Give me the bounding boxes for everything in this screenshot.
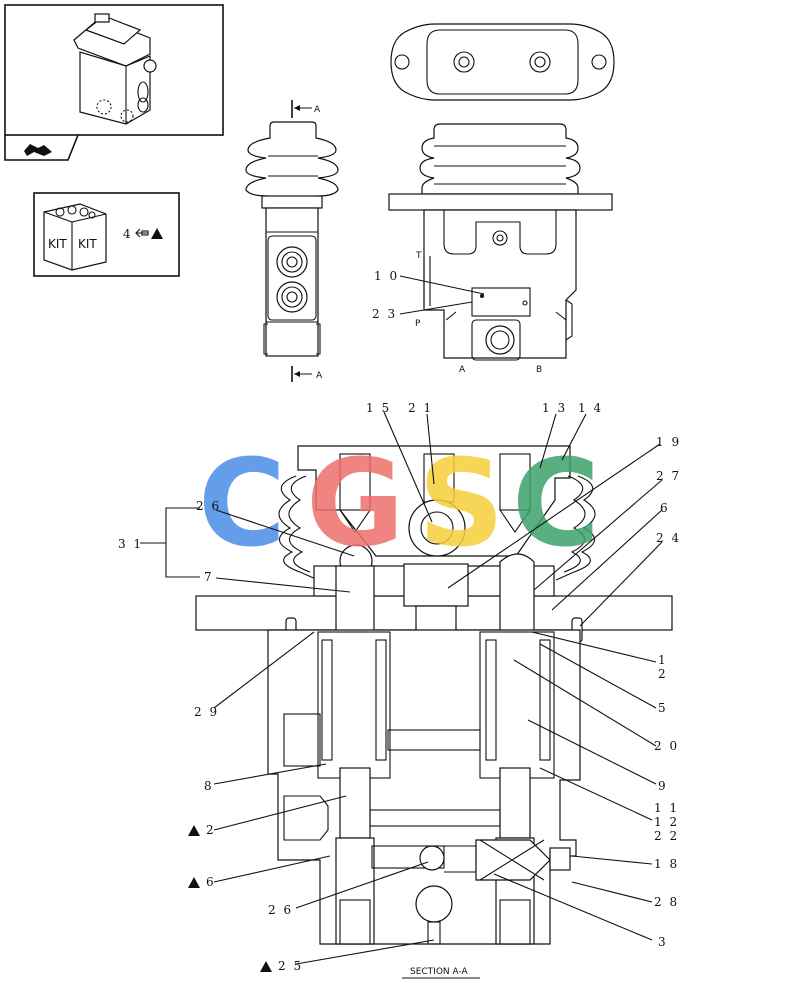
callout-29[interactable]: 2 9 <box>194 705 219 719</box>
watermark-letter-s: S <box>418 435 504 574</box>
callout-24[interactable]: 2 4 <box>656 531 681 545</box>
kit-box[interactable]: KIT KIT 4 <box>33 192 180 277</box>
callout-15[interactable]: 1 5 <box>366 401 391 415</box>
watermark-letter-c2: C <box>512 435 600 574</box>
right-spring <box>485 639 551 761</box>
callout-28[interactable]: 2 8 <box>654 895 679 909</box>
valve-thumbnail-icon <box>73 13 157 125</box>
callout-19[interactable]: 1 9 <box>656 435 681 449</box>
port-b-label: B <box>536 365 542 375</box>
triangle-marker-icon <box>188 877 200 888</box>
callout-5[interactable]: 5 <box>658 701 668 715</box>
port-p-label: P <box>415 319 421 329</box>
left-spring <box>321 639 387 761</box>
assembly-thumbnail[interactable] <box>4 4 224 161</box>
callout-2-lower[interactable]: 2 <box>206 823 216 837</box>
callout-9[interactable]: 9 <box>658 779 668 793</box>
top-view <box>390 23 615 101</box>
watermark-letter-c1: C <box>198 435 286 574</box>
callout-25[interactable]: 2 5 <box>278 959 303 973</box>
kit-ref-number: 4 <box>123 227 133 241</box>
callout-14[interactable]: 1 4 <box>578 401 603 415</box>
callout-6[interactable]: 6 <box>660 501 670 515</box>
callout-1[interactable]: 1 <box>658 653 668 667</box>
callout-22[interactable]: 2 2 <box>654 829 679 843</box>
callout-20[interactable]: 2 0 <box>654 739 679 753</box>
navigation-arrow-icon[interactable] <box>24 144 52 156</box>
callout-23[interactable]: 2 3 <box>372 307 397 321</box>
callout-7[interactable]: 7 <box>204 570 214 584</box>
callout-8[interactable]: 8 <box>204 779 214 793</box>
watermark-logo: C G S C <box>198 435 600 574</box>
front-view: T P A B <box>388 123 613 375</box>
callout-10[interactable]: 1 0 <box>374 269 399 283</box>
callout-2[interactable]: 2 <box>658 667 668 681</box>
section-view: SECTION A-A <box>195 445 673 979</box>
section-mark-bottom: A <box>316 371 323 381</box>
triangle-marker-icon <box>188 825 200 836</box>
callout-11[interactable]: 1 1 <box>654 801 679 815</box>
side-view: A A <box>245 100 339 382</box>
callout-18[interactable]: 1 8 <box>654 857 679 871</box>
callout-21[interactable]: 2 1 <box>408 401 433 415</box>
callout-26-top[interactable]: 2 6 <box>196 499 221 513</box>
section-caption: SECTION A-A <box>410 967 469 977</box>
callout-27[interactable]: 2 7 <box>656 469 681 483</box>
triangle-marker-icon <box>260 961 272 972</box>
callout-26-bottom[interactable]: 2 6 <box>268 903 293 917</box>
kit-arrow-triangle-icon <box>135 228 163 239</box>
callout-3[interactable]: 3 <box>658 935 668 949</box>
callout-labels: 1 0 2 3 1 5 2 1 1 3 1 4 1 9 2 7 6 2 4 2 … <box>118 269 681 973</box>
callout-13[interactable]: 1 3 <box>542 401 567 415</box>
port-t-label: T <box>415 251 422 261</box>
section-mark-top: A <box>314 105 321 115</box>
kit-label-right: KIT <box>78 237 97 251</box>
callout-12[interactable]: 1 2 <box>654 815 679 829</box>
callout-6-lower[interactable]: 6 <box>206 875 216 889</box>
kit-label-left: KIT <box>48 237 67 251</box>
kit-package-icon: KIT KIT <box>43 203 107 271</box>
port-a-label: A <box>459 365 466 375</box>
leader-lines <box>140 275 663 965</box>
callout-31[interactable]: 3 1 <box>118 537 143 551</box>
watermark-letter-g: G <box>306 435 405 574</box>
